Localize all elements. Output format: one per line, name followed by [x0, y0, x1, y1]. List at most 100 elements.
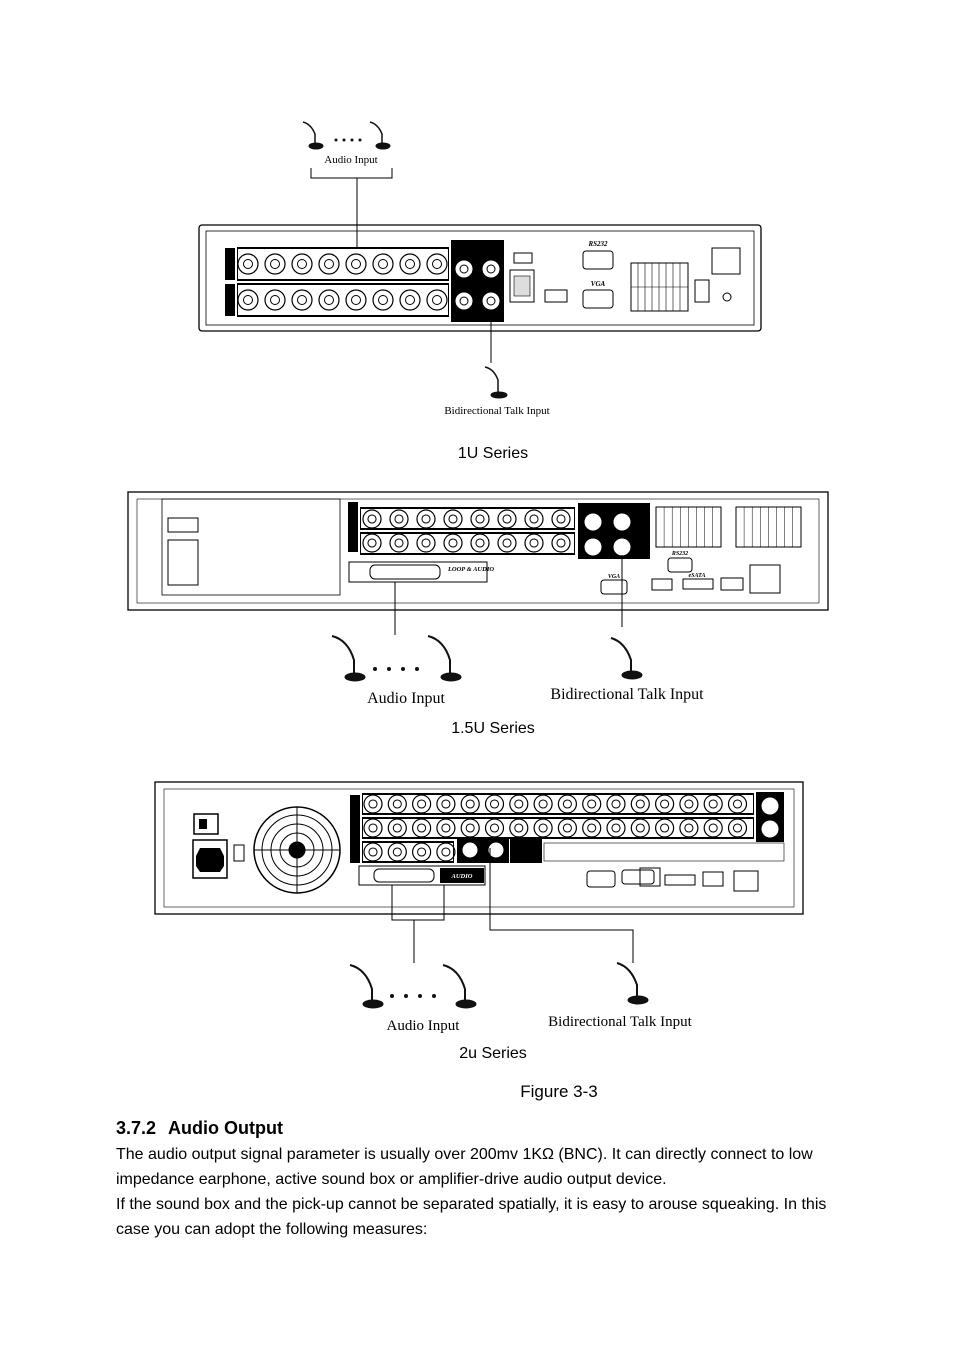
bnc-connector-icon	[363, 794, 383, 814]
connector-row-inner	[361, 509, 574, 528]
bnc-connector-icon	[416, 533, 436, 553]
bnc-connector-center	[556, 538, 566, 548]
bnc-connector-icon	[389, 533, 409, 553]
bnc-connector-center	[489, 799, 500, 809]
connector-row-inner	[238, 285, 448, 315]
bnc-connector-icon	[436, 842, 456, 862]
bnc-connector-icon	[426, 253, 448, 275]
bnc-connector-icon	[291, 289, 313, 311]
bnc-connector-icon	[362, 509, 382, 529]
bnc-connector-icon	[654, 818, 675, 838]
bnc-connector-icon	[416, 509, 436, 529]
bnc-connector-center	[611, 823, 621, 833]
bnc-connector-center	[367, 514, 377, 524]
talk-input-label: Bidirectional Talk Input	[550, 686, 704, 703]
bnc-connector-center	[708, 799, 718, 809]
bnc-connector-center	[392, 799, 402, 809]
bnc-connector-center	[405, 295, 415, 305]
bnc-connector-center	[351, 259, 361, 269]
bnc-connector-center	[394, 514, 404, 524]
bnc-connector-center	[556, 514, 566, 524]
bnc-connector-icon	[318, 253, 340, 275]
bnc-connector-center	[660, 823, 670, 833]
bnc-connector-center	[432, 259, 442, 269]
section-title: Audio Output	[168, 1118, 284, 1138]
bnc-connector-icon	[551, 509, 571, 529]
svg-text:VGA: VGA	[591, 280, 606, 288]
bnc-connector-center	[243, 259, 253, 269]
bnc-connector-icon	[703, 818, 723, 838]
svg-text:RS232: RS232	[587, 240, 608, 248]
bnc-connector-icon	[497, 533, 517, 553]
bnc-connector-icon	[237, 253, 259, 275]
microphone-icon	[331, 635, 366, 682]
bnc-connector-center	[502, 538, 512, 548]
paragraph: If the sound box and the pick-up cannot …	[116, 1196, 827, 1238]
svg-text:VGA: VGA	[608, 574, 620, 580]
bnc-connector-center	[732, 823, 743, 833]
bnc-connector-center	[441, 823, 451, 833]
bnc-connector-center	[465, 799, 475, 809]
bnc-connector-icon	[484, 794, 505, 814]
bnc-connector-icon	[679, 818, 699, 838]
bnc-connector-icon	[436, 818, 456, 838]
connector-row-inner	[238, 249, 448, 279]
bnc-connector-icon	[387, 794, 407, 814]
bnc-connector-icon	[551, 533, 571, 553]
bnc-connector-center	[243, 295, 253, 305]
bnc-connector-center	[502, 514, 512, 524]
bnc-connector-icon	[654, 794, 675, 814]
bnc-connector-icon	[630, 818, 650, 838]
caption-2u: 2u Series	[459, 1045, 527, 1062]
bnc-connector-center	[441, 799, 451, 809]
bnc-connector-center	[684, 823, 694, 833]
bnc-connector-icon	[533, 794, 553, 814]
bnc-connector-icon	[318, 289, 340, 311]
microphone-icon	[349, 964, 384, 1009]
bnc-connector-icon	[470, 533, 490, 553]
bnc-connector-center	[324, 295, 334, 305]
bnc-connector-center	[368, 847, 378, 857]
bnc-connector-center	[368, 823, 378, 833]
bnc-connector-icon	[387, 818, 407, 838]
bnc-connector-center	[514, 799, 524, 809]
bnc-connector-center	[417, 823, 427, 833]
figure-2u-series: AUDIO Audio Input Bidirectional Talk Inp…	[154, 781, 804, 1034]
bnc-connector-center	[660, 799, 670, 809]
bnc-connector-center	[270, 259, 280, 269]
bnc-connector-icon	[630, 794, 650, 814]
bnc-connector-icon	[533, 818, 553, 838]
audio-input-label: Audio Input	[324, 154, 377, 166]
bnc-connector-center	[297, 259, 307, 269]
bnc-connector-center	[514, 823, 524, 833]
bnc-connector-center	[351, 295, 361, 305]
bnc-connector-center	[368, 799, 378, 809]
bnc-connector-icon	[264, 289, 286, 311]
microphone-icon	[427, 635, 462, 682]
bnc-connector-center	[489, 823, 500, 833]
svg-text:AUDIO: AUDIO	[451, 873, 473, 880]
microphone-icon	[484, 366, 508, 399]
bnc-connector-center	[378, 259, 388, 269]
bnc-connector-center	[421, 514, 431, 524]
bnc-connector-icon	[727, 818, 748, 838]
power-socket-icon	[192, 839, 228, 879]
bnc-connector-center	[448, 514, 458, 524]
bnc-connector-icon	[345, 289, 367, 311]
bnc-connector-center	[392, 847, 402, 857]
bnc-connector-icon	[443, 509, 463, 529]
bnc-connector-icon	[291, 253, 313, 275]
bnc-connector-center	[392, 823, 402, 833]
svg-text:RS232: RS232	[671, 551, 688, 557]
bnc-connector-center	[405, 259, 415, 269]
bnc-connector-icon	[372, 289, 394, 311]
bnc-connector-icon	[426, 289, 448, 311]
usb-icon	[513, 252, 533, 264]
bnc-connector-icon	[703, 794, 723, 814]
bnc-connector-icon	[412, 794, 432, 814]
bnc-connector-center	[475, 538, 485, 548]
bnc-connector-icon	[524, 509, 544, 529]
network-port-icon	[509, 269, 535, 303]
bnc-connector-icon	[399, 289, 421, 311]
microphone-icon	[610, 637, 643, 680]
